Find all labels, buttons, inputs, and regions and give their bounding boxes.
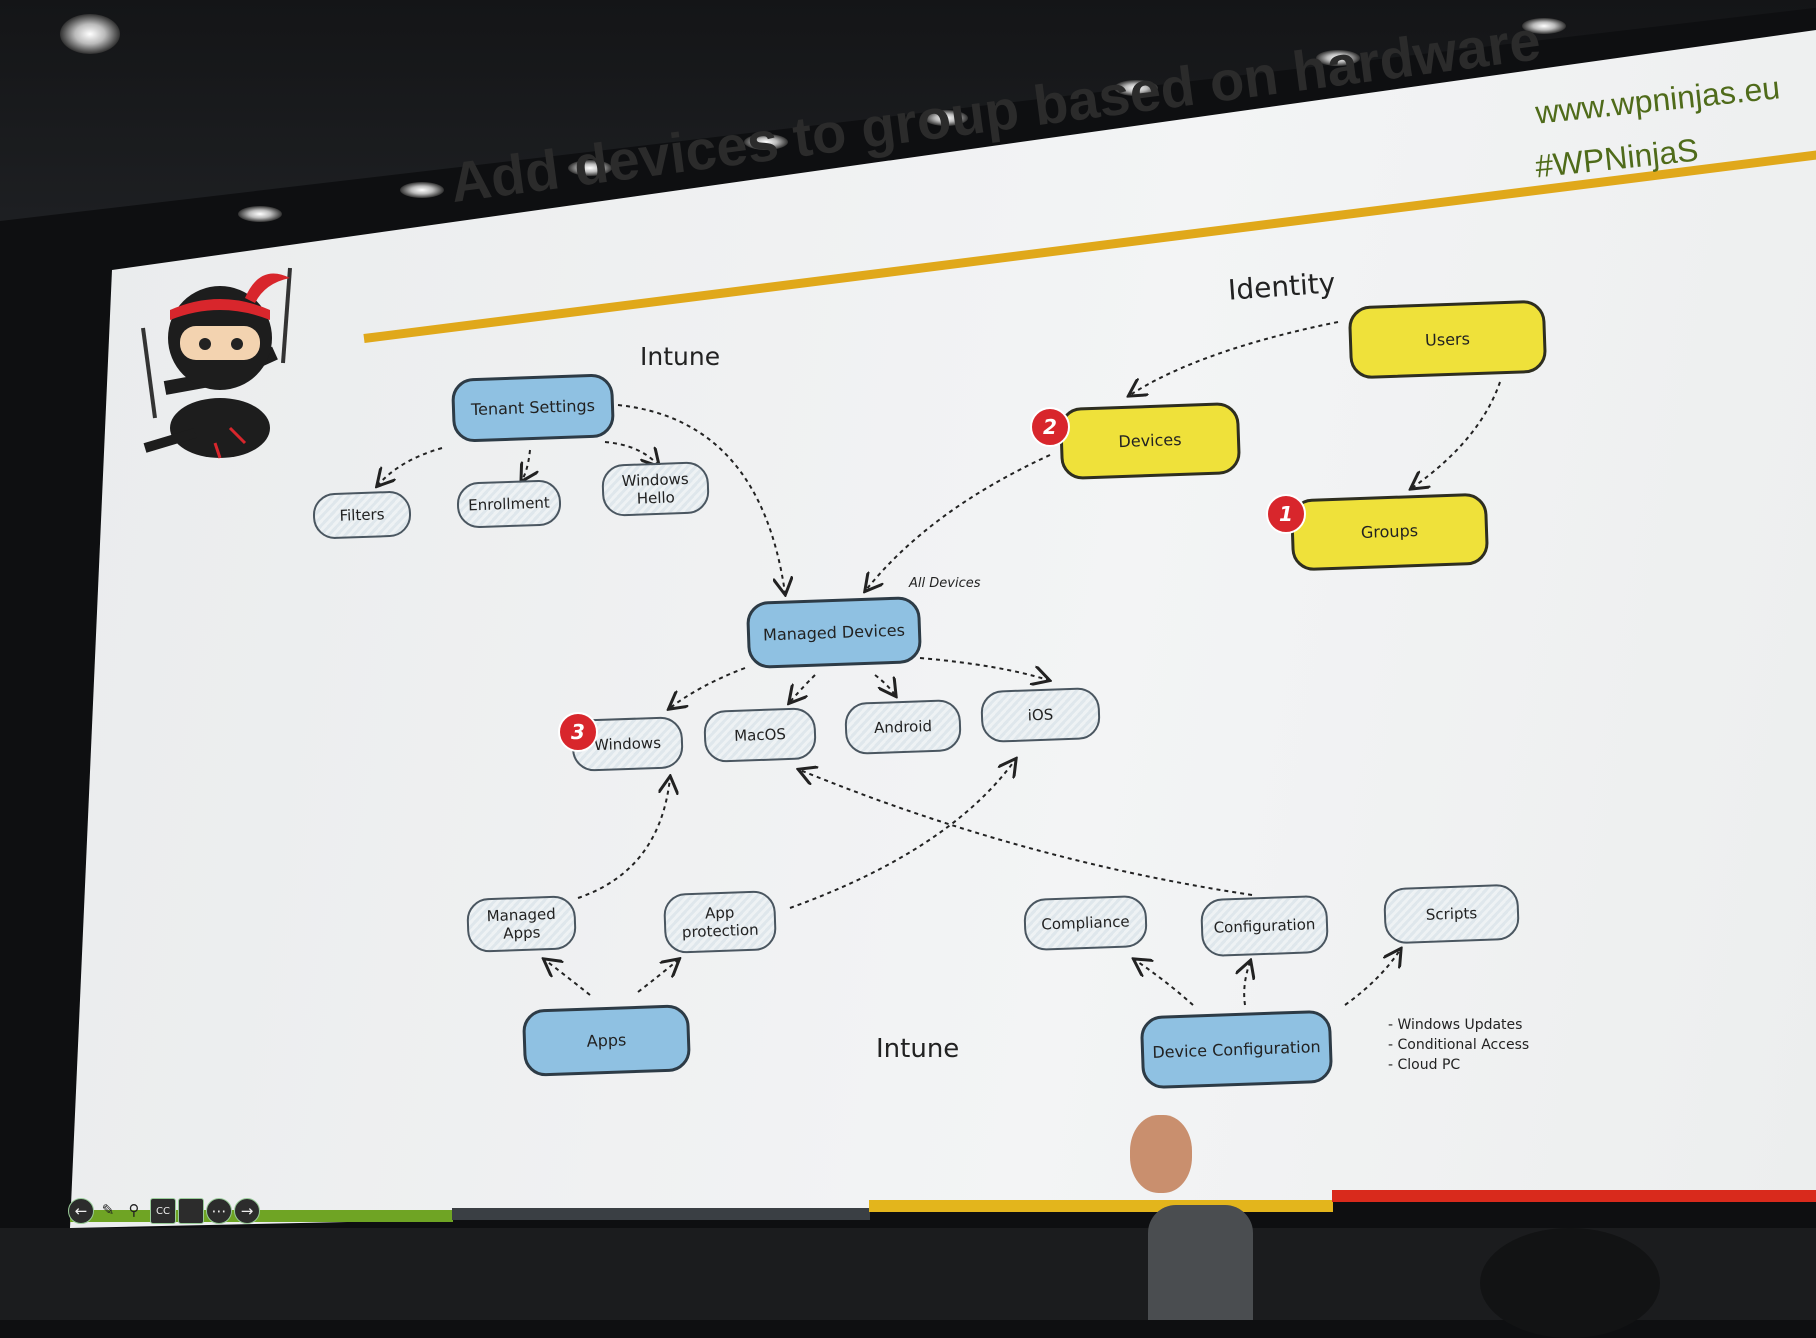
node-devices: Devices [1058, 401, 1242, 481]
node-windows-hello: Windows Hello [601, 461, 710, 517]
arrow-appprotection-ios [789, 760, 1015, 909]
arrow-configuration-macos [800, 770, 1253, 896]
node-managed-devices: Managed Devices [745, 595, 923, 670]
pen-icon[interactable]: ✎ [101, 1201, 115, 1219]
arrow-devconf-compliance [1135, 960, 1194, 1006]
ninja-mascot-logo [141, 267, 292, 459]
previous-icon[interactable]: ← [68, 1198, 94, 1224]
node-apps: Apps [521, 1004, 692, 1077]
node-enrollment: Enrollment [456, 479, 562, 529]
step-badge-1: 1 [1266, 494, 1306, 534]
footer-bar-dark [452, 1208, 870, 1220]
node-app-protection: App protection [662, 890, 778, 954]
arrow-apps-managedapps [545, 960, 591, 996]
node-compliance: Compliance [1023, 894, 1148, 952]
subtitles-icon[interactable]: CC [150, 1198, 176, 1224]
ceiling-light [744, 134, 788, 150]
ceiling-light [924, 110, 968, 126]
arrow-devconf-scripts [1344, 950, 1400, 1006]
node-tenant-settings: Tenant Settings [450, 373, 616, 443]
arrow-devconf-configuration [1244, 962, 1250, 1006]
step-badge-2: 2 [1030, 407, 1070, 447]
note-item: - Cloud PC [1388, 1057, 1461, 1073]
node-filters: Filters [312, 490, 412, 540]
node-ios: iOS [980, 686, 1101, 744]
ceiling-light [1522, 18, 1566, 34]
arrow-devices-manageddevices [866, 454, 1051, 590]
section-label-intune-top: Intune [640, 342, 721, 371]
audience-head [1480, 1228, 1660, 1338]
ceiling-light [1114, 80, 1158, 96]
arrow-users-groups [1412, 381, 1501, 488]
arrow-tenant-hello [604, 441, 658, 465]
arrow-managedapps-windows [577, 778, 670, 899]
ceiling-light [60, 14, 120, 54]
arrow-users-devices [1130, 321, 1339, 395]
note-item: - Windows Updates [1388, 1017, 1523, 1033]
arrow-md-windows [670, 667, 746, 708]
arrow-md-macos [790, 674, 816, 702]
node-configuration: Configuration [1200, 894, 1329, 958]
next-icon[interactable]: → [234, 1198, 260, 1224]
arrow-tenant-enrollment [522, 449, 530, 480]
camera-icon[interactable] [178, 1198, 204, 1224]
more-icon[interactable]: ⋯ [206, 1198, 232, 1224]
ceiling-light [1316, 50, 1360, 66]
node-android: Android [844, 698, 962, 756]
node-managed-apps: Managed Apps [466, 895, 577, 953]
section-label-intune-bottom: Intune [876, 1034, 960, 1064]
step-badge-3: 3 [558, 712, 598, 752]
ceiling-light [400, 182, 444, 198]
node-groups: Groups [1289, 492, 1490, 572]
presenter-head [1130, 1115, 1192, 1193]
presenter-body [1148, 1205, 1253, 1320]
node-device-configuration: Device Configuration [1139, 1009, 1334, 1090]
all-devices-note: All Devices [909, 576, 981, 591]
arrow-md-android [874, 674, 895, 695]
arrow-apps-appprotection [637, 960, 678, 993]
footer-bar-red [1332, 1190, 1816, 1202]
ceiling-light [568, 160, 612, 176]
node-scripts: Scripts [1383, 883, 1520, 945]
node-users: Users [1347, 299, 1548, 380]
arrow-md-ios [919, 657, 1048, 680]
arrow-tenant-manageddevices [617, 404, 785, 593]
note-item: - Conditional Access [1388, 1037, 1530, 1053]
device-configuration-notes: - Windows Updates - Conditional Access -… [1388, 1015, 1529, 1075]
ceiling-light [238, 206, 282, 222]
node-macos: MacOS [703, 707, 817, 763]
zoom-icon[interactable]: ⚲ [128, 1201, 140, 1219]
arrow-tenant-filters [378, 447, 443, 485]
